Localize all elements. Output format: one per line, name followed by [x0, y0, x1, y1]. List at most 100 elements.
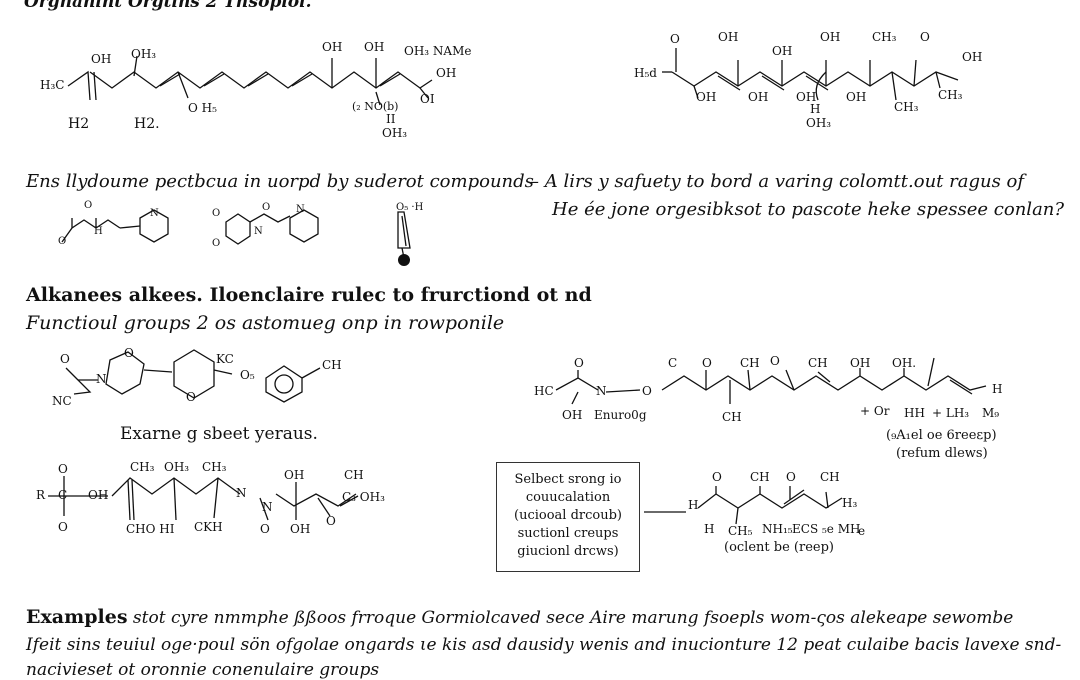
atom-label: OH₃ NAMe — [404, 44, 472, 58]
atom-label: O₅ — [240, 368, 255, 382]
atom-label: OH — [436, 66, 457, 80]
callout-line: couucalation — [525, 490, 611, 505]
atom-label: HH — [904, 406, 925, 420]
atom-label: CH — [820, 470, 840, 484]
atom-label: O — [60, 352, 70, 366]
atom-label: OH — [290, 522, 311, 536]
atom-label: O — [326, 514, 336, 528]
atom-label: C₃ OH₃ — [342, 490, 385, 504]
atom-label: O — [186, 390, 196, 404]
atom-label: CH — [344, 468, 364, 482]
caption-line2-right: He ée jone orgesibksot to pascote heke s… — [552, 199, 1065, 220]
atom-label: H — [688, 498, 699, 512]
molecule-3-bonds — [61, 209, 411, 259]
atom-label: CH — [740, 356, 760, 370]
atom-label: OH — [796, 90, 817, 104]
atom-label: N — [296, 204, 305, 215]
molecule-4-bonds — [65, 349, 321, 403]
atom-label: O — [58, 520, 68, 534]
atom-label: H — [94, 226, 103, 237]
molecule-1-bonds — [67, 55, 433, 106]
atom-label: NH₁₅ — [762, 522, 793, 536]
atom-label: OH₃ — [131, 47, 157, 61]
atom-label: OH — [88, 488, 109, 502]
atom-label: CH — [808, 356, 828, 370]
footer-line2: Ifeit sins teuiul oge·poul sön ofgolae o… — [26, 635, 1062, 655]
atom-label: OH₃ — [164, 460, 190, 474]
footer-line1: Examples stot cyre nmmphe ßßoos frroque … — [26, 606, 1013, 628]
atom-label: CH₃ — [202, 460, 227, 474]
atom-label: N — [262, 500, 273, 514]
caption-line1-right: – A lirs y safuety to bord a varing colo… — [530, 171, 1025, 192]
atom-label: ECS ₅e MH — [792, 522, 861, 536]
atom-label: CH₅ — [728, 524, 753, 538]
atom-label: OH — [91, 52, 112, 66]
atom-label: H₃C — [40, 78, 65, 92]
atom-label: OH — [846, 90, 867, 104]
molecule-7-bonds — [697, 486, 843, 525]
atom-label: O — [920, 30, 930, 44]
atom-label: H₅d — [634, 66, 657, 80]
molecule-2-bonds — [662, 48, 959, 101]
atom-label: H2 — [68, 116, 90, 132]
atom-label: OH — [962, 50, 983, 64]
atom-label: (₉A₁el oe 6reeεp) — [886, 428, 997, 443]
atom-label: R — [36, 488, 46, 502]
atom-label: OH — [284, 468, 305, 482]
atom-label: CH₃ — [130, 460, 155, 474]
atom-label: O — [124, 346, 134, 360]
atom-label: OH — [820, 30, 841, 44]
atom-label: OH — [718, 30, 739, 44]
atom-label: O — [786, 470, 796, 484]
functional-groups-heading: Functioul groups 2 os astomueg onp in ro… — [26, 312, 505, 334]
atom-label: H — [704, 522, 715, 536]
molecule-5-bonds — [555, 357, 987, 405]
atom-label: OH — [850, 356, 871, 370]
callout-line: (uciooal drcoub) — [514, 508, 622, 523]
atom-label: O — [770, 354, 780, 368]
callout-line: giucionl drcws) — [517, 544, 619, 559]
atom-label: O — [702, 356, 712, 370]
atom-label: CH₃ — [938, 88, 963, 102]
atom-label: N — [596, 384, 607, 398]
atom-label: CH — [322, 358, 342, 372]
atom-label: + Or — [860, 404, 890, 418]
atom-label: II — [386, 112, 396, 126]
atom-label: OH — [364, 40, 385, 54]
atom-label: + LH₃ — [932, 406, 970, 420]
atom-label: (₂ NO(b) — [352, 100, 399, 113]
atom-label: O H₅ — [188, 101, 217, 115]
atom-label: (refum dlews) — [896, 446, 988, 461]
atom-label: N — [236, 486, 247, 500]
atom-label: O — [670, 32, 680, 46]
atom-label: Enuro0g — [594, 408, 647, 422]
callout-line: Selbect srong io — [514, 472, 622, 487]
atom-label: H2. — [134, 116, 160, 132]
atom-label: OH — [772, 44, 793, 58]
atom-label: OH — [322, 40, 343, 54]
atom-label: O — [212, 238, 221, 249]
atom-label: M₉ — [982, 406, 1000, 420]
atom-label: OH₃ — [806, 116, 832, 130]
atom-label: KC — [216, 352, 234, 366]
atom-label: O — [260, 522, 270, 536]
atom-label: O — [58, 236, 67, 247]
callout-line: suctionl creups — [517, 526, 619, 541]
atom-label: O — [642, 384, 652, 398]
atom-label: N — [254, 226, 263, 237]
atom-label: H — [992, 382, 1003, 396]
atom-label: CHO HI — [126, 522, 175, 536]
atom-label: CH₃ — [872, 30, 897, 44]
atom-label: H — [810, 102, 821, 116]
atom-label: O — [574, 356, 584, 370]
atom-label: O₅ ·H — [396, 202, 424, 213]
atom-label: O — [262, 202, 271, 213]
caption-line1-left: Ens llydoume pectbcua in uorpd by sudero… — [26, 171, 534, 192]
example-groups-caption: Exarne g sbeet yeraus. — [120, 424, 318, 444]
atom-label: OH — [562, 408, 583, 422]
atom-label: N — [150, 208, 159, 219]
atom-label: NC — [52, 394, 72, 408]
atom-label: (oclent be (reep) — [724, 540, 834, 555]
atom-label: O — [712, 470, 722, 484]
